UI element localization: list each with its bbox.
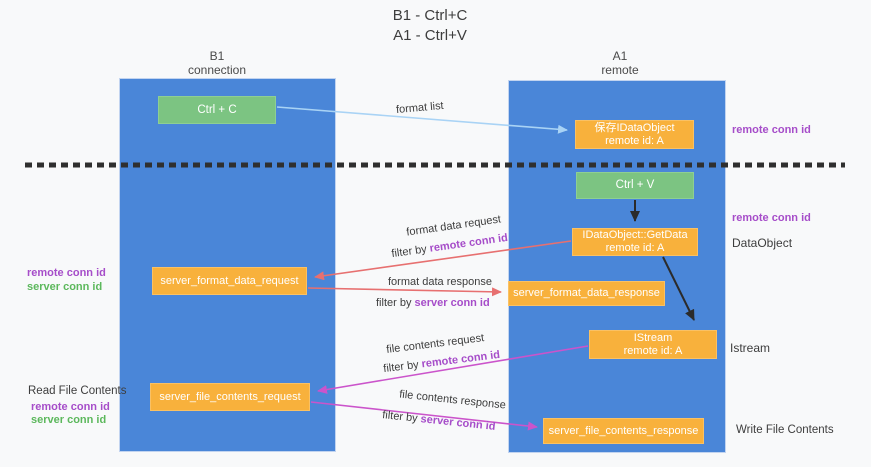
lane-header-b1: B1 connection: [157, 49, 277, 77]
format-response-label: server_format_data_response: [513, 287, 660, 299]
getdata-line1: IDataObject::GetData: [582, 229, 688, 241]
remote-conn-id-text: remote conn id: [27, 267, 106, 279]
annotation-write-file-contents: Write File Contents: [736, 424, 834, 436]
format-request-label: server_format_data_request: [160, 274, 299, 287]
format-data-response-filter-label: filter by server conn id: [376, 297, 490, 309]
istream-line2: remote id: A: [623, 344, 683, 357]
node-server-format-data-response: server_format_data_response: [508, 281, 665, 306]
file-contents-response-filter-label: filter by server conn id: [382, 409, 496, 433]
filter-by-prefix: filter by: [382, 358, 423, 376]
server-conn-id-text: server conn id: [27, 281, 103, 293]
file-request-label: server_file_contents_request: [159, 390, 301, 403]
filter-by-prefix: filter by: [390, 242, 431, 261]
remote-conn-id-text: remote conn id: [428, 231, 509, 255]
annotation-read-file-contents: Read File Contents: [28, 385, 127, 397]
format-data-response-arrow: [307, 287, 502, 297]
title-line-2: A1 - Ctrl+V: [393, 27, 467, 44]
node-ctrl-c: Ctrl + C: [158, 96, 276, 124]
node-idataobject-getdata: IDataObject::GetData remote id: A: [572, 228, 698, 256]
format-list-label: format list: [395, 99, 445, 117]
annotation-remote-conn-id-mid: remote conn id: [732, 212, 811, 224]
node-server-format-data-request: server_format_data_request: [152, 267, 307, 295]
remote-conn-id-text: remote conn id: [31, 401, 110, 413]
filter-by-prefix: filter by: [376, 297, 415, 309]
annotation-left-conn-ids: remote conn id server conn id: [27, 266, 106, 294]
remote-conn-id-text: remote conn id: [420, 348, 501, 371]
annotation-remote-conn-id-top: remote conn id: [732, 124, 811, 136]
getdata-line2: remote id: A: [605, 242, 665, 254]
annotation-left-bottom-conn-ids: remote conn id server conn id: [31, 401, 110, 427]
format-data-response-label: format data response: [388, 276, 492, 288]
lane-header-a1: A1 remote: [560, 49, 680, 77]
annotation-dataobject: DataObject: [732, 236, 793, 250]
ctrl-v-label: Ctrl + V: [615, 179, 655, 191]
lane-a1-role: remote: [601, 63, 639, 77]
annotation-istream: Istream: [730, 341, 771, 355]
lane-b1-name: B1: [209, 49, 225, 63]
title-line-1: B1 - Ctrl+C: [392, 7, 468, 24]
save-idataobject-line2: remote id: A: [605, 134, 664, 147]
server-conn-id-text: server conn id: [414, 297, 490, 309]
node-save-idataobject: 保存IDataObject remote id: A: [575, 120, 694, 149]
lane-b1-role: connection: [187, 63, 247, 77]
server-conn-id-text: server conn id: [31, 414, 107, 426]
save-idataobject-line1: 保存IDataObject: [594, 121, 675, 134]
diagram-title: B1 - Ctrl+C A1 - Ctrl+V: [340, 6, 520, 46]
ctrl-c-label: Ctrl + C: [197, 103, 237, 116]
node-server-file-contents-request: server_file_contents_request: [150, 383, 310, 411]
node-istream: IStream remote id: A: [589, 330, 717, 359]
file-contents-response-label: file contents response: [398, 388, 507, 412]
node-ctrl-v: Ctrl + V: [576, 172, 694, 199]
file-response-label: server_file_contents_response: [548, 424, 699, 437]
filter-by-prefix: filter by: [381, 409, 422, 426]
lane-a1-name: A1: [612, 49, 628, 63]
node-server-file-contents-response: server_file_contents_response: [543, 418, 704, 444]
server-conn-id-text: server conn id: [419, 413, 497, 433]
istream-line1: IStream: [633, 331, 673, 344]
